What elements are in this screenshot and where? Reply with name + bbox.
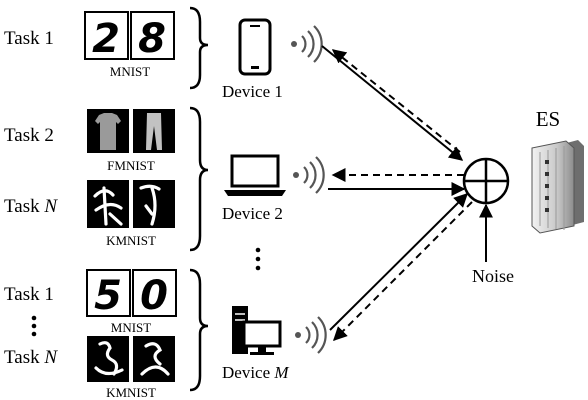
dataset-label-g2-1: FMNIST: [107, 158, 155, 173]
brace-g3: [189, 268, 209, 392]
mnist-digit-g1-a: 2: [92, 16, 120, 62]
smartphone-icon: [238, 18, 272, 76]
fmnist-samples: [87, 109, 175, 153]
device-ellipsis: [255, 247, 261, 271]
summation-node-icon: [462, 157, 510, 205]
wireless-signal-icon: [293, 156, 325, 194]
links: [321, 45, 493, 341]
mnist-digit-g3-a: 5: [94, 273, 122, 319]
noise-label: Noise: [472, 266, 514, 286]
mnist-samples-g1: 2 8: [84, 11, 175, 62]
wireless-signal-icon: [291, 25, 323, 63]
device-label-2: Device 2: [222, 204, 283, 223]
uplink-arrow-1: [321, 45, 464, 161]
task-label-g2-2: Task N: [4, 196, 58, 217]
dataset-label-g1: MNIST: [110, 64, 151, 79]
wireless-signal-icon: [295, 316, 327, 354]
brace-g1: [189, 6, 209, 90]
group-2: Task 2 Task N FMNIST KMNIST Device 2: [4, 106, 325, 252]
group-3: Task 1 Task N 5 0 MNIST KMNIST: [4, 268, 327, 400]
task-label-g1-1: Task 1: [4, 28, 54, 49]
dataset-label-g3-1: MNIST: [111, 320, 152, 335]
device-label-m: Device M: [222, 363, 289, 382]
task-label-g3-1: Task 1: [4, 284, 54, 305]
downlink-arrow-m: [333, 201, 473, 341]
downlink-arrow-1: [331, 49, 461, 153]
device-label-1: Device 1: [222, 82, 283, 101]
kmnist-samples-g2: [87, 180, 175, 228]
dataset-label-g3-2: KMNIST: [106, 385, 156, 400]
dataset-label-g2-2: KMNIST: [106, 233, 156, 248]
group-1: Task 1 2 8 MNIST Device 1: [4, 6, 323, 101]
mnist-digit-g3-b: 0: [140, 273, 168, 319]
es-label: ES: [536, 107, 561, 131]
task-label-g3-2: Task N: [4, 347, 58, 368]
uplink-arrow-m: [329, 193, 468, 331]
task-ellipsis: [31, 315, 37, 337]
task-label-g2-1: Task 2: [4, 125, 54, 146]
kmnist-samples-g3: [87, 336, 175, 382]
laptop-icon: [224, 154, 286, 196]
brace-g2: [189, 106, 209, 252]
mnist-digit-g1-b: 8: [138, 16, 166, 62]
server-rack-icon: [531, 140, 584, 234]
desktop-pc-icon: [232, 306, 282, 355]
mnist-samples-g3: 5 0: [86, 269, 177, 319]
